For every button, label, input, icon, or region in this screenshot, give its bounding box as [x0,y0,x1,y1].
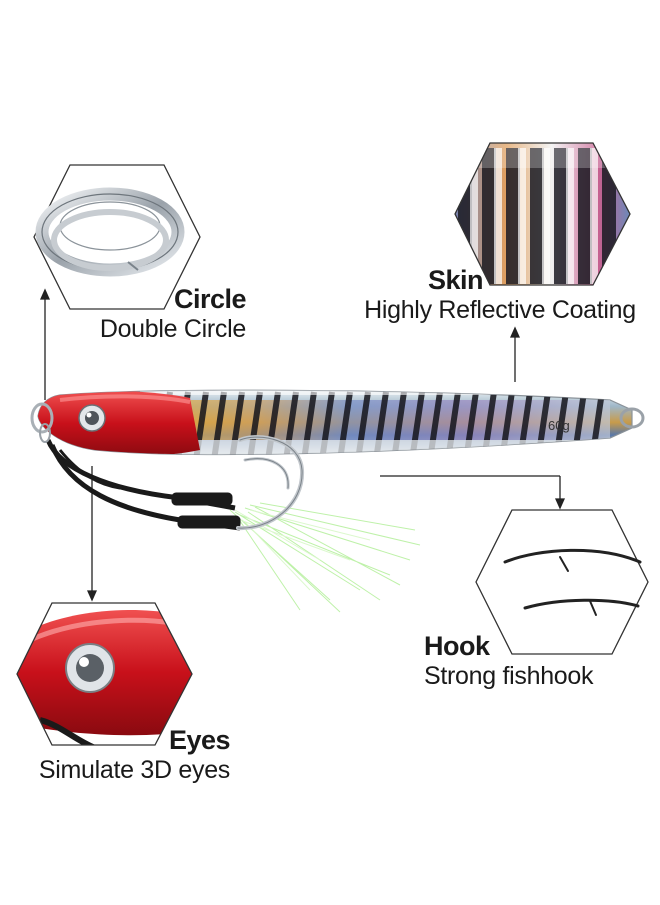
hook-label: Hook Strong fishhook [424,631,594,690]
circle-hexagon [33,164,201,310]
pointer-lines [39,288,566,602]
eyes-title: Eyes [168,725,231,755]
fishhook-icon [503,548,642,616]
eyes-label: Eyes Simulate 3D eyes [30,725,231,784]
lure-eye-icon [17,603,192,745]
assist-cord [45,438,241,531]
eyes-subtitle: Simulate 3D eyes [38,756,230,784]
split-ring-icon [35,187,185,277]
circle-label: Circle Double Circle [90,284,247,343]
circle-title: Circle [173,284,247,314]
hook-subtitle: Strong fishhook [424,662,594,690]
skin-label: Skin Highly Reflective Coating [360,267,640,323]
hook-hexagon [475,509,649,655]
eyes-hexagon [16,602,193,746]
hook-title: Hook [424,631,490,661]
tinsel-skirt [229,502,421,613]
assist-hook [236,435,305,531]
lure-body: 60g [30,389,645,456]
lure-eye [78,404,106,432]
circle-subtitle: Double Circle [99,315,246,343]
weight-mark: 60g [548,418,570,433]
skin-subtitle: Highly Reflective Coating [364,296,636,324]
skin-title: Skin [428,265,484,295]
